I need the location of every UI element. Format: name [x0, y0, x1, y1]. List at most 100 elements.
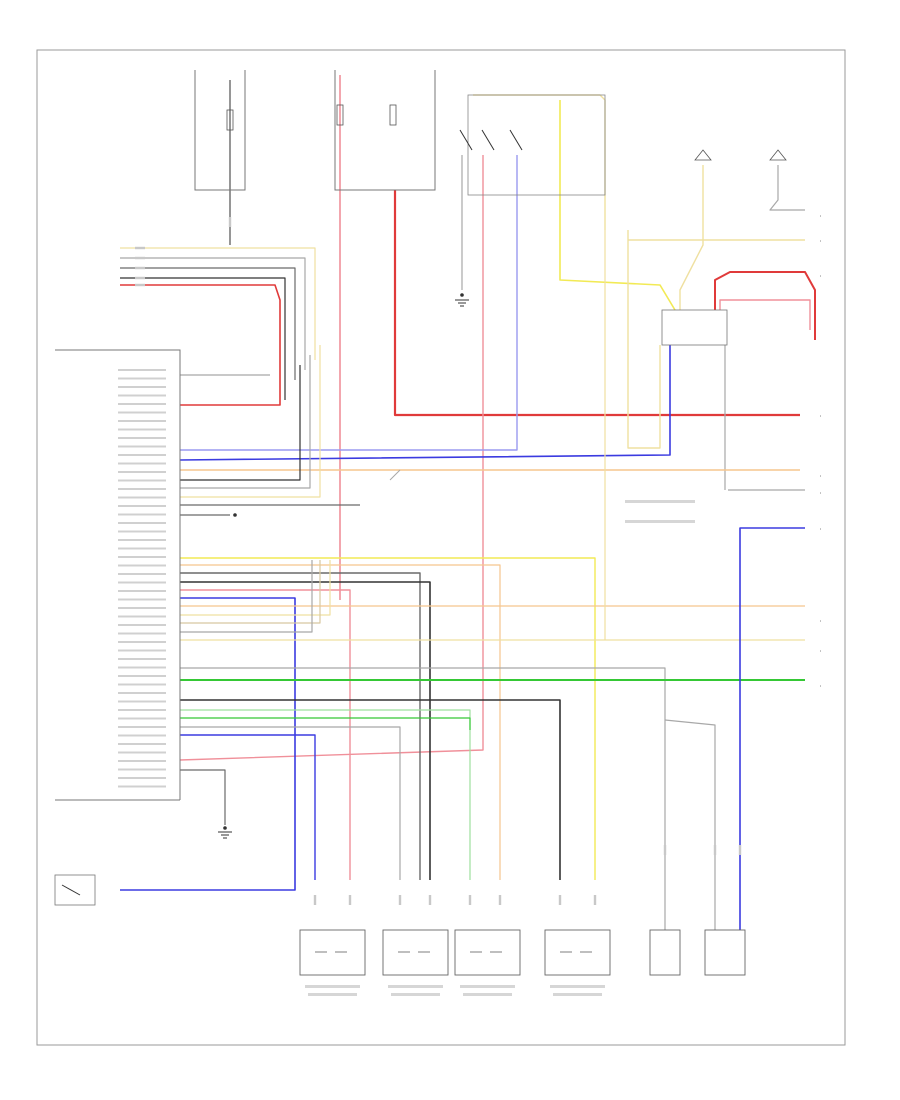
terminal-mark: •: [820, 684, 821, 688]
wire-ltgreen-sensor3: [180, 709, 471, 880]
module-pin-label: [118, 479, 166, 482]
switch-bottom-left-outline: [54, 874, 96, 906]
ground-icon: [218, 831, 232, 839]
wire-label-mark: [135, 283, 145, 287]
module-pin-label: [118, 471, 166, 473]
module-pin-label: [118, 386, 166, 388]
module-pin-label: [118, 437, 166, 439]
module-pin-label: [118, 709, 166, 711]
wire-yellow-sensor4: [180, 557, 596, 880]
module-pin-label: [118, 564, 166, 567]
module-pin-label: [118, 403, 166, 405]
module-pin-label: [118, 726, 166, 728]
module-pin-label: [118, 624, 166, 626]
wire-m-gray: [180, 355, 311, 489]
module-pin-label: [118, 760, 166, 762]
wire-label-mark: [593, 895, 597, 905]
module-pin-label: [118, 598, 166, 601]
wire-black-sensor2: [180, 581, 431, 880]
module-pin-label: [118, 411, 166, 414]
wire-sensor-gray: [120, 257, 306, 370]
wire-blue-relay: [179, 345, 671, 461]
note-text: [625, 500, 695, 503]
module-pin-label: [118, 675, 166, 677]
module-pin-label: [118, 505, 166, 507]
module-pin-label: [118, 581, 166, 584]
fuse-box-left-outline: [194, 70, 246, 191]
sensor-label: [391, 993, 440, 996]
wire-label-mark: [135, 246, 145, 250]
module-pin-label: [118, 556, 166, 558]
module-pin-label: [118, 658, 166, 660]
sensor-label: [308, 993, 357, 996]
wire-relay-yellow-return: [627, 230, 661, 449]
lamp-icon: [769, 149, 787, 161]
module-pin-label: [118, 462, 166, 465]
wire-sensor-black: [120, 277, 286, 400]
module-pin-label: [118, 777, 166, 779]
wire-gray-box2: [664, 719, 716, 930]
module-pin-label: [118, 445, 166, 448]
wire-label-mark: [228, 217, 232, 227]
ground-icon: [455, 299, 469, 307]
sensor-label: [388, 985, 443, 988]
ground-dot: [460, 293, 464, 297]
wire-label-mark: [348, 895, 352, 905]
fuse-icon: [226, 109, 234, 131]
module-pin-label: [118, 573, 166, 575]
wire-sensor-red: [120, 284, 281, 406]
switch-icon: [459, 129, 473, 151]
wire-m-ltyellow: [180, 345, 321, 498]
ground-dot: [223, 826, 227, 830]
sensor-label: [553, 993, 602, 996]
terminal-mark: •: [820, 527, 821, 531]
sensor-label: [550, 985, 605, 988]
splice-dot: [233, 513, 237, 517]
module-pin-label: [118, 428, 166, 431]
wire-gray-box1: [180, 667, 666, 930]
switch-icon: [61, 884, 81, 896]
module-pin-label: [118, 590, 166, 592]
wire-label-mark: [663, 845, 667, 855]
module-pin-label: [118, 666, 166, 669]
module-pin-label: [118, 488, 166, 490]
fuse-icon: [336, 104, 344, 126]
wire-red-power: [393, 190, 800, 417]
diagram-frame: [36, 49, 846, 1046]
module-pin-label: [118, 743, 166, 745]
module-pin-label: [118, 530, 166, 533]
wire-label-mark: [738, 845, 742, 855]
wire-blue-box2: [739, 527, 805, 930]
terminal-mark: •: [820, 491, 821, 495]
wire-dkgray-sensor2: [180, 572, 421, 880]
wire-black-sensor4: [180, 699, 561, 880]
terminal-mark: •: [820, 474, 821, 478]
module-pin-label: [118, 369, 166, 371]
wire-m-tap: [389, 469, 401, 481]
module-pin-label: [118, 377, 166, 380]
module-pin-label: [118, 632, 166, 635]
wire-layer: [120, 75, 816, 930]
wire-label-mark: [135, 266, 145, 270]
module-pin-label: [118, 649, 166, 652]
wire-label-mark: [713, 845, 717, 855]
module-pin-label: [118, 683, 166, 686]
wire-label-mark: [468, 895, 472, 905]
fuse-icon: [389, 104, 397, 126]
wire-yellow-relay: [559, 100, 676, 311]
module-pin-label: [118, 394, 166, 397]
module-pin-label: [118, 420, 166, 422]
terminal-mark: •: [820, 214, 821, 218]
module-pin-label: [118, 717, 166, 720]
sensor-icon: [382, 929, 449, 976]
lamp-icon: [694, 149, 712, 161]
sensor-label: [463, 993, 512, 996]
module-pin-label: [118, 547, 166, 550]
wire-blue-sensor1: [180, 734, 316, 880]
module-pin-label: [118, 539, 166, 541]
module-pin-label: [118, 522, 166, 524]
wire-green-s3: [180, 717, 471, 730]
wire-module-ground: [180, 769, 226, 825]
module-pin-label: [118, 751, 166, 754]
